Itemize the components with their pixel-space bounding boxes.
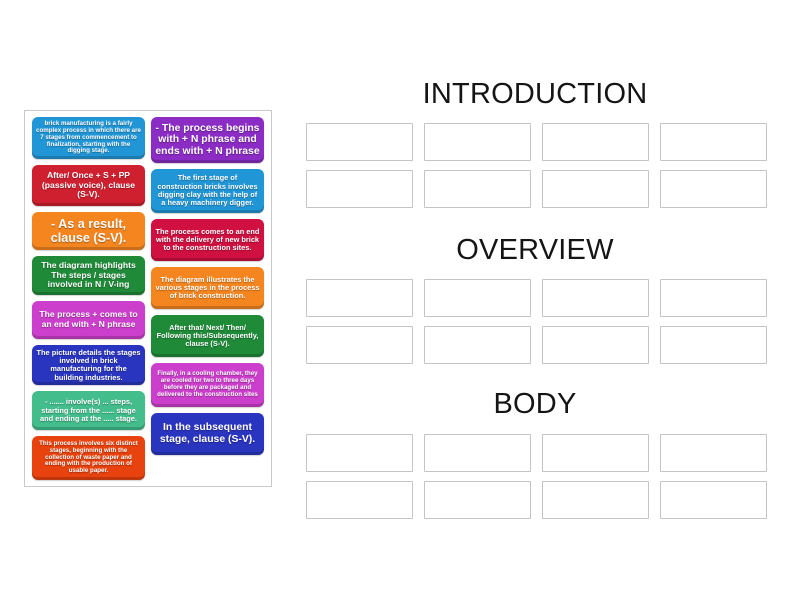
zone-heading-body: BODY	[493, 388, 577, 420]
drop-slot[interactable]	[660, 123, 767, 161]
zone-heading-introduction: INTRODUCTION	[422, 78, 648, 110]
draggable-tile[interactable]: The picture details the stages involved …	[32, 345, 145, 386]
drop-slot[interactable]	[306, 326, 413, 364]
drop-slot[interactable]	[306, 279, 413, 317]
draggable-tile[interactable]: After that/ Next/ Then/ Following this/S…	[151, 315, 264, 357]
drop-slot[interactable]	[542, 434, 649, 472]
draggable-tile[interactable]: In the subsequent stage, clause (S-V).	[151, 413, 264, 455]
drop-slot[interactable]	[306, 123, 413, 161]
draggable-tiles-tray: brick manufacturing is a fairly complex …	[24, 110, 272, 487]
drop-grid-body	[306, 434, 767, 519]
drop-slot[interactable]	[424, 481, 531, 519]
drop-slot[interactable]	[306, 170, 413, 208]
draggable-tile[interactable]: - The process begins with + N phrase and…	[151, 117, 264, 163]
draggable-tile[interactable]: The diagram highlights The steps / stage…	[32, 256, 145, 295]
drop-slot[interactable]	[660, 481, 767, 519]
tile-column-2: - The process begins with + N phrase and…	[151, 117, 264, 480]
draggable-tile[interactable]: brick manufacturing is a fairly complex …	[32, 117, 145, 160]
drop-slot[interactable]	[424, 326, 531, 364]
drop-slot[interactable]	[542, 481, 649, 519]
drop-slot[interactable]	[660, 326, 767, 364]
drop-slot[interactable]	[424, 434, 531, 472]
drop-slot[interactable]	[424, 170, 531, 208]
drop-slot[interactable]	[424, 123, 531, 161]
drop-slot[interactable]	[660, 279, 767, 317]
draggable-tile[interactable]: - ....... involve(s) ... steps, starting…	[32, 391, 145, 431]
tile-columns: brick manufacturing is a fairly complex …	[32, 117, 264, 480]
draggable-tile[interactable]: The diagram illustrates the various stag…	[151, 267, 264, 309]
tile-column-1: brick manufacturing is a fairly complex …	[32, 117, 145, 480]
zone-heading-overview: OVERVIEW	[456, 234, 614, 266]
drop-slot[interactable]	[542, 279, 649, 317]
drop-grid-overview	[306, 279, 767, 364]
draggable-tile[interactable]: The first stage of construction bricks i…	[151, 169, 264, 213]
drop-slot[interactable]	[424, 279, 531, 317]
drop-slot[interactable]	[306, 481, 413, 519]
drop-slot[interactable]	[306, 434, 413, 472]
draggable-tile[interactable]: This process involves six distinct stage…	[32, 436, 145, 480]
draggable-tile[interactable]: - As a result, clause (S-V).	[32, 211, 145, 251]
drop-slot[interactable]	[542, 326, 649, 364]
drop-grid-introduction	[306, 123, 767, 208]
draggable-tile[interactable]: The process comes to an end with the del…	[151, 219, 264, 261]
draggable-tile[interactable]: Finally, in a cooling chamber, they are …	[151, 363, 264, 407]
drop-slot[interactable]	[542, 123, 649, 161]
drop-slot[interactable]	[542, 170, 649, 208]
drop-slot[interactable]	[660, 434, 767, 472]
draggable-tile[interactable]: The process + comes to an end with + N p…	[32, 300, 145, 340]
draggable-tile[interactable]: After/ Once + S + PP (passive voice), cl…	[32, 165, 145, 206]
drop-slot[interactable]	[660, 170, 767, 208]
